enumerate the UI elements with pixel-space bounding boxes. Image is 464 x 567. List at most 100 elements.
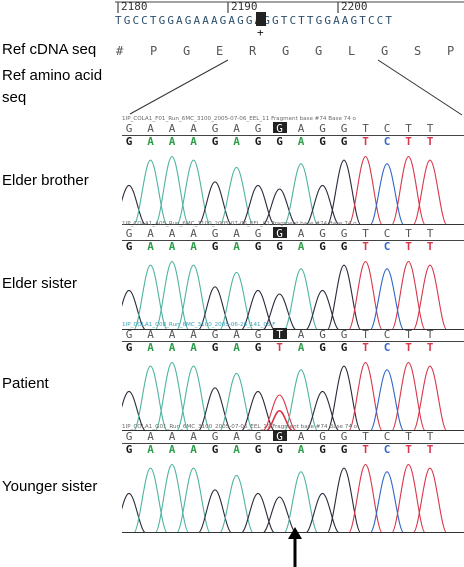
base-call-letter: G [211, 328, 219, 341]
amino-acid-letter: R [249, 44, 257, 58]
base-call-letter: G [254, 122, 262, 135]
label-elder-brother: Elder brother [2, 172, 89, 189]
chromatogram-trace [122, 362, 464, 431]
called-base-letter: G [125, 240, 133, 253]
called-base-letter: A [147, 443, 154, 456]
base-call-letter: A [233, 122, 240, 135]
trace-peak [122, 390, 147, 431]
mutation-highlight-box [256, 12, 266, 26]
base-call-letter: G [125, 328, 133, 341]
amino-acid-letter: S [414, 44, 422, 58]
called-base-letter: G [319, 135, 326, 148]
called-base-letter: T [405, 443, 412, 456]
trace-peak [369, 268, 405, 330]
trace-peak [197, 489, 233, 533]
called-base-letter: A [233, 240, 240, 253]
mutation-plus-marker: + [257, 26, 264, 39]
called-base-letter: G [211, 135, 219, 148]
base-call-letter: G [211, 227, 219, 240]
chromatogram-trace [122, 156, 464, 225]
amino-acid-letter: G [282, 44, 290, 58]
mutation-base-letter: T [276, 328, 283, 341]
called-base-letter: T [426, 443, 434, 456]
called-base-letter: A [147, 135, 154, 148]
base-call-letter: G [211, 122, 219, 135]
called-base-letter: G [125, 135, 133, 148]
called-base-letter: G [340, 443, 348, 456]
mutation-base-letter: G [276, 227, 283, 240]
trace-peak [390, 464, 427, 533]
base-call-letter: A [168, 122, 176, 135]
label-younger-sister: Younger sister [2, 478, 98, 495]
trace-peak [218, 372, 255, 431]
trace-peak [122, 492, 147, 533]
trace-peak [347, 261, 384, 330]
trace-peak [369, 369, 405, 431]
ref-cdna-sequence: TGCCTGGAGAAAGAGGAGGTCTTGGAAGTCCT [115, 14, 395, 27]
trace-peak [175, 365, 212, 431]
trace-peak [347, 464, 384, 533]
base-call-letter: G [319, 430, 326, 443]
label-patient: Patient [2, 375, 49, 392]
base-call-letter: G [211, 430, 219, 443]
called-base-letter: G [276, 135, 283, 148]
trace-peak [326, 365, 362, 431]
base-call-letter: A [190, 430, 197, 443]
called-base-letter: A [233, 135, 240, 148]
called-base-letter: A [233, 443, 240, 456]
up-arrow-icon [288, 527, 302, 567]
base-call-letter: A [297, 430, 305, 443]
trace-peak [132, 365, 169, 431]
mutation-highlight-box [272, 122, 287, 133]
ruler-number: 2190 [231, 0, 258, 13]
trace-peak [283, 268, 319, 330]
base-call-letter: G [340, 122, 348, 135]
called-base-letter: A [168, 443, 176, 456]
trace-peak [132, 159, 169, 225]
trace-peak [218, 474, 255, 533]
trace-peak [412, 264, 448, 330]
called-base-letter: A [190, 240, 197, 253]
trace-peak [262, 188, 297, 225]
base-call-letter: A [168, 328, 176, 341]
called-base-letter: G [340, 341, 348, 354]
base-call-letter: A [297, 122, 305, 135]
trace-peak [262, 496, 297, 533]
trace-peak [175, 159, 212, 225]
called-base-letter: T [426, 341, 434, 354]
base-call-letter: T [405, 430, 412, 443]
base-call-letter: A [233, 328, 240, 341]
trace-peak [240, 289, 276, 330]
called-base-letter: G [276, 443, 283, 456]
mutation-highlight-box [272, 227, 287, 238]
called-base-letter: T [426, 135, 434, 148]
base-call-letter: A [168, 227, 176, 240]
base-separator-line [122, 240, 464, 241]
called-base-letter: G [125, 341, 133, 354]
amino-acid-letter: E [216, 44, 224, 58]
trace-peak [132, 467, 169, 533]
mutation-base-letter: G [276, 122, 283, 135]
trace-peak [412, 159, 448, 225]
base-call-letter: T [362, 122, 369, 135]
called-base-letter: T [362, 341, 369, 354]
called-base-letter: A [190, 135, 197, 148]
trace-peak [240, 492, 276, 533]
base-call-letter: G [319, 122, 326, 135]
base-call-letter: T [426, 227, 434, 240]
called-base-letter: T [405, 135, 412, 148]
base-call-letter: A [168, 430, 176, 443]
trace-peak [262, 293, 297, 330]
base-call-letter: G [340, 430, 348, 443]
called-base-letter: G [340, 240, 348, 253]
base-call-letter: T [405, 122, 412, 135]
mutation-highlight-box [272, 430, 287, 441]
called-base-letter: T [362, 135, 369, 148]
called-base-letter: A [297, 240, 305, 253]
trace-peak [326, 264, 362, 330]
base-call-letter: A [147, 328, 154, 341]
trace-peak [154, 362, 190, 431]
called-base-letter: G [254, 240, 262, 253]
base-call-letter: T [362, 328, 369, 341]
called-base-letter: G [211, 240, 219, 253]
